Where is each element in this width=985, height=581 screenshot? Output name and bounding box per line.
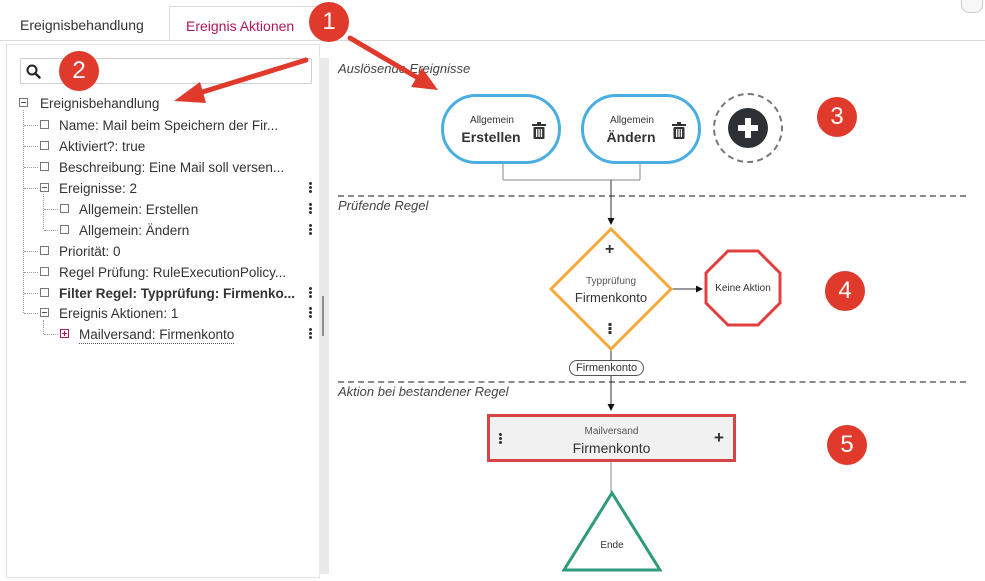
action-add-plus[interactable]: +: [714, 428, 724, 447]
tab-ereignisbehandlung[interactable]: Ereignisbehandlung: [20, 17, 144, 33]
tree-node-checkbox[interactable]: [40, 141, 49, 150]
tree-line: [24, 313, 38, 314]
tree-line: [43, 320, 44, 334]
search-input[interactable]: [47, 62, 306, 82]
tree-node-checkbox[interactable]: [40, 162, 49, 171]
tree-line: [44, 230, 58, 231]
action-name: Firmenkonto: [572, 440, 651, 456]
no-action-node[interactable]: [704, 249, 782, 327]
tree-item-event-erstellen[interactable]: Allgemein: Erstellen: [79, 202, 199, 217]
tree-node-checkbox[interactable]: [40, 267, 49, 276]
edge-label: Firmenkonto: [569, 360, 645, 376]
search-icon: [26, 64, 41, 79]
section-label-action: Aktion bei bestandener Regel: [338, 384, 509, 399]
tree-item-filter-regel[interactable]: Filter Regel: Typprüfung: Firmenko...: [59, 286, 296, 301]
expand-mailversand-icon[interactable]: [60, 329, 69, 338]
collapse-aktionen-icon[interactable]: [40, 308, 49, 317]
event-name: Erstellen: [461, 129, 521, 145]
kebab-menu-icon[interactable]: [309, 307, 312, 319]
tree-node-checkbox[interactable]: [60, 225, 69, 234]
kebab-menu-icon[interactable]: [309, 287, 312, 299]
kebab-menu-icon[interactable]: [499, 433, 502, 445]
kebab-menu-icon[interactable]: [309, 203, 312, 215]
section-divider: [338, 381, 966, 383]
tree-line: [24, 167, 38, 168]
window-corner-icon[interactable]: [961, 0, 983, 13]
annotation-badge-2: 2: [59, 51, 99, 91]
tree-item-beschreibung[interactable]: Beschreibung: Eine Mail soll versen...: [59, 160, 285, 175]
rule-category: Typprüfung: [585, 276, 637, 287]
collapse-ereignisse-icon[interactable]: [40, 183, 49, 192]
add-event-button[interactable]: [713, 93, 783, 163]
tree-line: [24, 293, 38, 294]
rule-name: Firmenkonto: [574, 290, 648, 305]
kebab-menu-icon[interactable]: [309, 182, 312, 194]
trash-icon[interactable]: [672, 122, 686, 139]
tab-ereignis-aktionen[interactable]: Ereignis Aktionen: [169, 6, 319, 40]
tree-item-aktiviert[interactable]: Aktiviert?: true: [59, 139, 146, 154]
event-category: Allgemein: [610, 115, 654, 126]
panel-splitter[interactable]: [319, 58, 329, 574]
tree-node-checkbox[interactable]: [40, 288, 49, 297]
tree-item-mailversand[interactable]: Mailversand: Firmenkonto: [79, 327, 235, 344]
tab-bar: [0, 0, 985, 41]
section-divider: [338, 195, 966, 197]
action-category: Mailversand: [584, 426, 639, 437]
tree-node-checkbox[interactable]: [40, 246, 49, 255]
tree-root-label[interactable]: Ereignisbehandlung: [40, 96, 160, 111]
kebab-menu-icon[interactable]: [309, 328, 312, 340]
annotation-badge-4: 4: [825, 271, 865, 311]
tree-line: [23, 110, 24, 313]
tree-item-ereignis-aktionen[interactable]: Ereignis Aktionen: 1: [59, 306, 179, 321]
tree-line: [43, 194, 44, 229]
end-node[interactable]: [560, 490, 664, 574]
tree-line: [44, 209, 58, 210]
collapse-root-icon[interactable]: [19, 98, 28, 107]
annotation-badge-5: 5: [827, 425, 867, 465]
annotation-badge-1: 1: [309, 2, 349, 42]
tree-node-checkbox[interactable]: [60, 204, 69, 213]
tree-line: [24, 251, 38, 252]
tree-line: [24, 188, 38, 189]
tree-panel: [6, 44, 320, 578]
event-name: Ändern: [606, 129, 656, 145]
tree-node-checkbox[interactable]: [40, 120, 49, 129]
plus-circle-icon: [728, 108, 768, 148]
event-node-erstellen[interactable]: Allgemein Erstellen: [441, 94, 561, 164]
tree-line: [24, 125, 38, 126]
event-category: Allgemein: [470, 115, 514, 126]
tree-line: [24, 272, 38, 273]
splitter-grip[interactable]: [322, 296, 324, 336]
event-node-aendern[interactable]: Allgemein Ändern: [581, 94, 701, 164]
action-node-mailversand[interactable]: Mailversand Firmenkonto +: [487, 414, 736, 462]
rule-add-plus[interactable]: +: [605, 241, 615, 258]
tree-item-regel-pruefung[interactable]: Regel Prüfung: RuleExecutionPolicy...: [59, 265, 287, 280]
end-label: Ende: [600, 540, 624, 551]
no-action-label: Keine Aktion: [715, 283, 771, 294]
tree-item-ereignisse[interactable]: Ereignisse: 2: [59, 181, 138, 196]
annotation-badge-3: 3: [817, 97, 857, 137]
rule-node[interactable]: [549, 227, 673, 351]
section-label-rule: Prüfende Regel: [338, 198, 429, 213]
tree-line: [24, 146, 38, 147]
tree-item-prioritaet[interactable]: Priorität: 0: [59, 244, 121, 259]
trash-icon[interactable]: [532, 122, 546, 139]
kebab-menu-icon[interactable]: [309, 224, 312, 236]
tree-item-name[interactable]: Name: Mail beim Speichern der Fir...: [59, 118, 279, 133]
tree-line: [44, 334, 58, 335]
tree-item-event-aendern[interactable]: Allgemein: Ändern: [79, 223, 190, 238]
